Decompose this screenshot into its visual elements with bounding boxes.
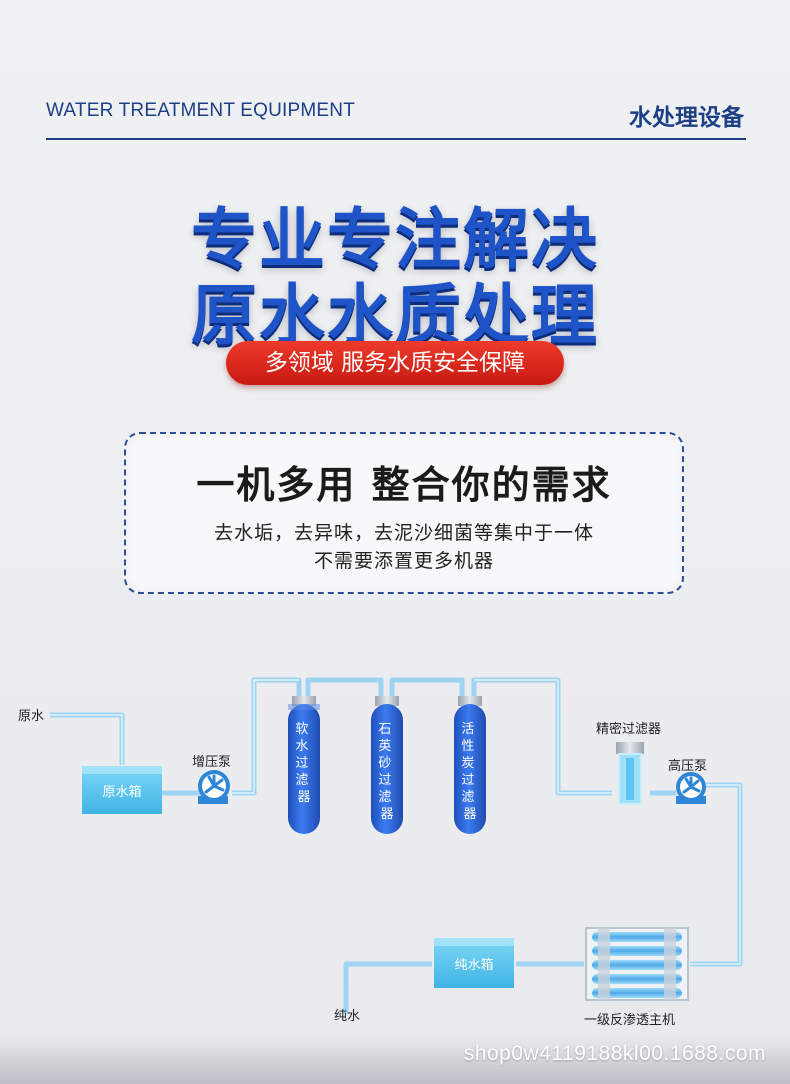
- softener-column: 软 水 过 滤 器: [288, 696, 320, 834]
- feature-box-line-2: 不需要添置更多机器: [313, 550, 494, 572]
- impeller-icon: [682, 776, 701, 794]
- quartz-sand-column: 石 英 砂 过 滤 器: [371, 696, 403, 834]
- impeller-icon: [204, 774, 225, 794]
- precision-filter-label: 精密过滤器: [596, 721, 661, 737]
- high-pressure-pump-label: 高压泵: [668, 758, 707, 774]
- booster-pump-label: 增压泵: [192, 755, 231, 770]
- header-divider: [46, 138, 746, 140]
- pure-water-tank-label: 纯水箱: [454, 957, 493, 973]
- header-chinese-title: 水处理设备: [629, 105, 744, 131]
- shop-watermark: shop0w4119188kl00.1688.com: [463, 1042, 766, 1065]
- feature-box-title: 一机多用 整合你的需求: [196, 463, 612, 507]
- pipe-hp-to-ro: [690, 782, 743, 967]
- activated-carbon-column: 活 性 炭 过 滤 器: [454, 696, 486, 834]
- booster-pump: 增压泵: [192, 755, 231, 804]
- footer-band: [0, 1036, 790, 1084]
- ro-unit-label: 一级反渗透主机: [584, 1013, 675, 1028]
- raw-water-tank: 原水箱: [82, 766, 162, 814]
- raw-water-tank-label: 原水箱: [102, 784, 141, 800]
- pure-water-label: 纯水: [334, 1009, 360, 1024]
- activated-carbon-label: 活 性 炭 过 滤 器: [461, 722, 478, 822]
- high-pressure-pump: 高压泵: [668, 758, 707, 804]
- raw-water-label: 原水: [18, 709, 44, 724]
- pipe-pure-outlet: [343, 961, 432, 1014]
- pipe-quartz-to-carbon: [389, 677, 465, 698]
- pipe-carbon-out: [471, 677, 612, 796]
- feature-box-line-1: 去水垢，去异味，去泥沙细菌等集中于一体: [213, 522, 594, 544]
- pipe-raw-inlet: [50, 712, 125, 765]
- pure-water-tank: 纯水箱: [434, 938, 514, 988]
- ro-unit: 一级反渗透主机: [584, 927, 689, 1028]
- header-english-title: WATER TREATMENT EQUIPMENT: [46, 100, 356, 121]
- pipe-softener-to-quartz: [305, 677, 384, 698]
- precision-filter: 精密过滤器: [596, 721, 661, 805]
- tagline-pill: 多领域 服务水质安全保障: [226, 341, 564, 385]
- headline-line-1: 专业专注解决: [191, 201, 599, 278]
- feature-box: 一机多用 整合你的需求 去水垢，去异味，去泥沙细菌等集中于一体 不需要添置更多机…: [124, 432, 684, 594]
- softener-label: 软 水 过 滤 器: [295, 722, 312, 805]
- quartz-sand-label: 石 英 砂 过 滤 器: [378, 722, 395, 822]
